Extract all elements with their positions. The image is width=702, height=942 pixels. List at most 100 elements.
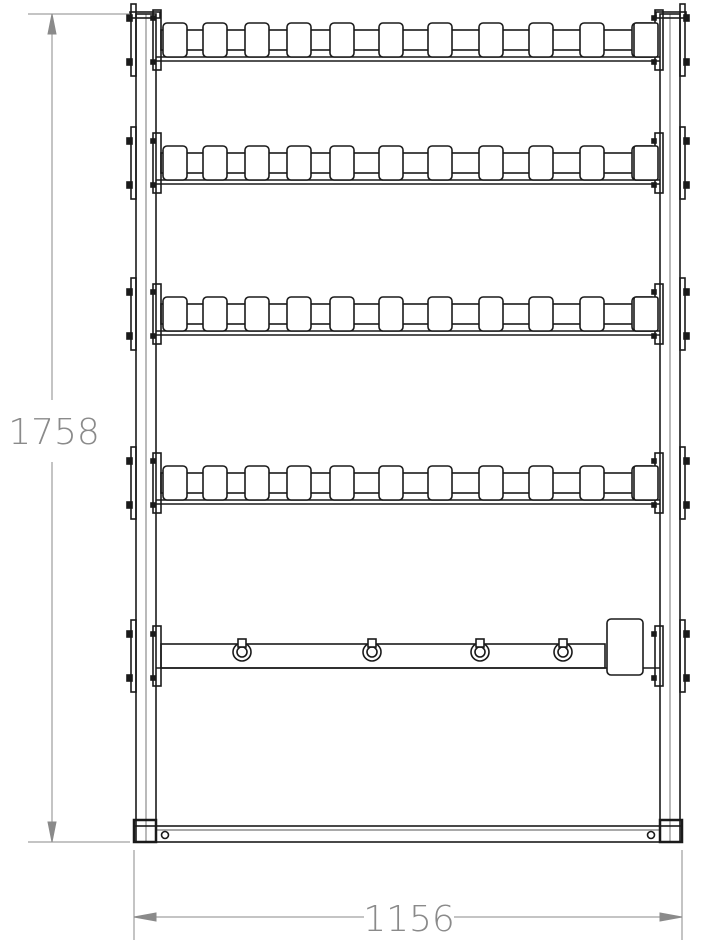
manifold-row — [156, 296, 660, 336]
dimension-lines: 1758 1156 — [8, 13, 683, 940]
left-bolt — [126, 181, 133, 189]
left-inner-bolt — [150, 289, 156, 295]
manifold-row — [156, 22, 660, 62]
rack-assembly — [126, 3, 690, 844]
roller-clamp — [286, 145, 312, 181]
left-bolt — [126, 674, 133, 682]
right-bolt — [683, 457, 690, 465]
height-arrow-bottom — [47, 821, 57, 843]
valve-stem — [558, 638, 568, 648]
roller-clamp — [162, 296, 188, 332]
left-inner-bolt — [150, 675, 156, 681]
right-bolt — [683, 181, 690, 189]
roller-clamp — [579, 296, 605, 332]
right-bracket-plate — [679, 446, 686, 520]
roller-clamp — [427, 22, 453, 58]
height-arrow-top — [47, 13, 57, 35]
roller-clamp — [244, 296, 270, 332]
left-bolt — [126, 332, 133, 340]
width-arrow-left — [133, 912, 157, 922]
roller-clamp — [286, 296, 312, 332]
left-inner-bolt — [150, 138, 156, 144]
right-bolt — [683, 137, 690, 145]
left-inner-bolt — [150, 502, 156, 508]
manifold-row — [156, 145, 660, 185]
roller-clamp — [528, 296, 554, 332]
right-bolt — [683, 58, 690, 66]
valve-row — [156, 618, 660, 676]
valve-stem — [367, 638, 377, 648]
roller-clamp — [427, 145, 453, 181]
roller-clamp — [579, 145, 605, 181]
roller-clamp — [427, 465, 453, 501]
left-bolt — [126, 288, 133, 296]
end-cap — [633, 465, 659, 501]
right-inner-bolt — [651, 675, 657, 681]
right-inner-plate — [654, 625, 664, 687]
right-inner-bolt — [651, 333, 657, 339]
roller-clamp — [286, 465, 312, 501]
width-arrow-right — [659, 912, 683, 922]
roller-clamp — [378, 145, 404, 181]
roller-clamp — [329, 296, 355, 332]
left-foot — [132, 818, 158, 844]
right-bolt — [683, 630, 690, 638]
left-bracket-plate — [130, 3, 137, 77]
right-bolt — [683, 501, 690, 509]
roller-clamp — [202, 465, 228, 501]
left-bolt — [126, 14, 133, 22]
right-bolt — [683, 332, 690, 340]
roller-clamp — [478, 296, 504, 332]
roller-clamp — [579, 22, 605, 58]
roller-clamp — [478, 465, 504, 501]
right-inner-bolt — [651, 15, 657, 21]
roller-clamp — [427, 296, 453, 332]
right-bolt — [683, 14, 690, 22]
left-bracket-plate — [130, 619, 137, 693]
left-bracket-plate — [130, 126, 137, 200]
right-bolt — [683, 288, 690, 296]
roller-clamp — [528, 22, 554, 58]
rack-frame — [126, 3, 690, 843]
roller-clamp — [202, 296, 228, 332]
roller-clamp — [579, 465, 605, 501]
junction-box — [606, 618, 644, 676]
right-bracket-plate — [679, 3, 686, 77]
right-inner-bolt — [651, 458, 657, 464]
right-bracket-plate — [679, 277, 686, 351]
right-inner-bolt — [651, 138, 657, 144]
left-bracket-plate — [130, 277, 137, 351]
roller-clamp — [528, 465, 554, 501]
left-inner-bolt — [150, 333, 156, 339]
right-inner-bolt — [651, 502, 657, 508]
left-inner-bolt — [150, 631, 156, 637]
right-inner-bolt — [651, 631, 657, 637]
roller-clamp — [162, 465, 188, 501]
left-inner-bolt — [150, 15, 156, 21]
roller-clamp — [244, 22, 270, 58]
roller-clamp — [329, 22, 355, 58]
right-bracket-plate — [679, 619, 686, 693]
roller-clamp — [162, 145, 188, 181]
roller-clamp — [329, 145, 355, 181]
roller-clamp — [378, 465, 404, 501]
roller-clamp — [202, 145, 228, 181]
roller-clamp — [162, 22, 188, 58]
left-inner-bolt — [150, 458, 156, 464]
valve-stem — [475, 638, 485, 648]
base-rail — [133, 825, 683, 843]
left-bolt — [126, 501, 133, 509]
right-bolt — [683, 674, 690, 682]
roller-clamp — [378, 296, 404, 332]
height-dimension-label: 1758 — [8, 412, 100, 453]
left-bracket-plate — [130, 446, 137, 520]
valve-stem — [237, 638, 247, 648]
right-inner-bolt — [651, 59, 657, 65]
manifold-row — [156, 465, 660, 505]
right-foot — [658, 818, 684, 844]
roller-clamp — [478, 145, 504, 181]
roller-clamp — [329, 465, 355, 501]
manifold-rows — [156, 22, 660, 505]
end-cap — [633, 296, 659, 332]
